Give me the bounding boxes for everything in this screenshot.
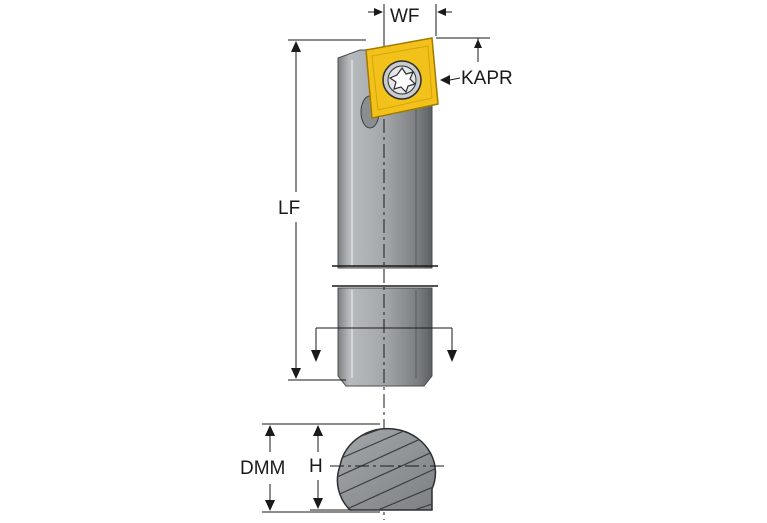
wf-label: WF xyxy=(390,6,420,27)
dmm-label: DMM xyxy=(240,458,285,479)
dmm-dimension xyxy=(262,423,380,513)
torx-screw-icon xyxy=(382,60,422,100)
kapr-label: KAPR xyxy=(461,68,513,89)
kapr-dimension xyxy=(436,37,490,85)
h-label: H xyxy=(309,456,323,477)
lf-dimension xyxy=(288,39,366,381)
tool-shank-lower xyxy=(337,287,433,387)
lf-label: LF xyxy=(278,198,300,219)
section-arrows xyxy=(311,327,457,362)
break-lines xyxy=(332,265,438,287)
wf-dimension xyxy=(368,4,452,44)
h-dimension xyxy=(310,425,352,511)
